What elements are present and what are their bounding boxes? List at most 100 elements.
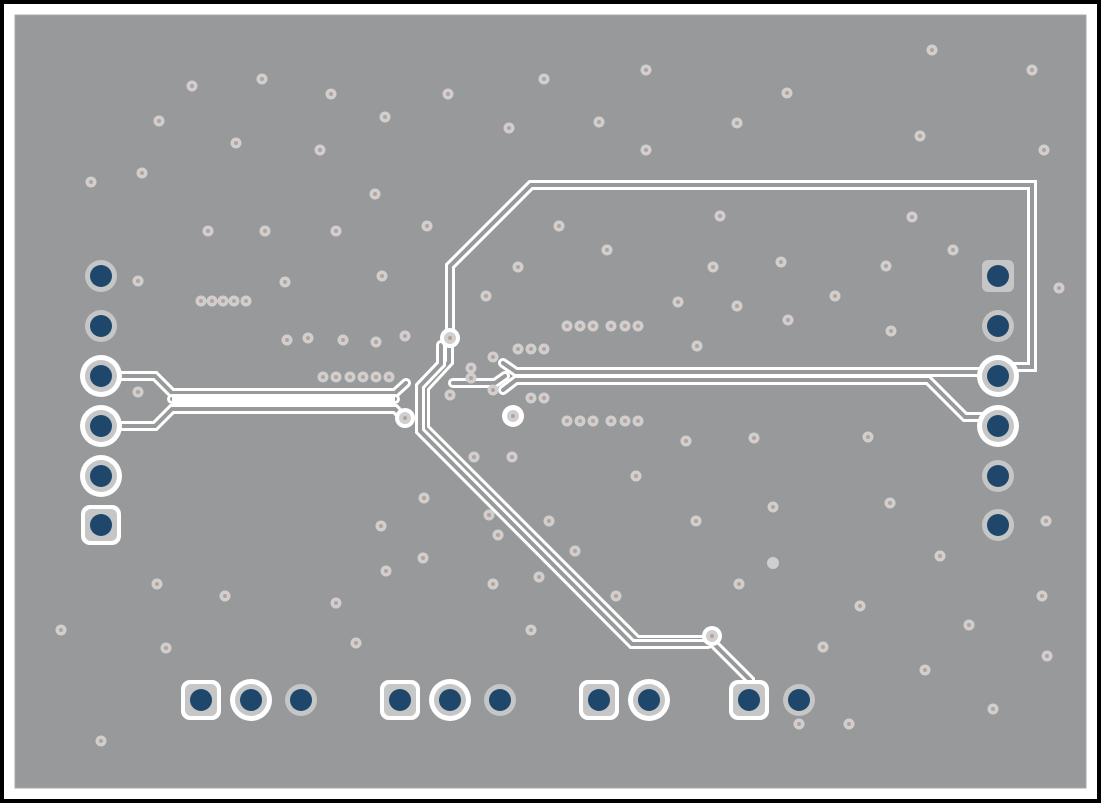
pad-hole (90, 265, 112, 287)
via (379, 111, 391, 123)
via (344, 371, 356, 383)
via (731, 300, 743, 312)
via (731, 117, 743, 129)
pad-hole (90, 514, 112, 536)
via (503, 122, 515, 134)
trace-via (395, 408, 415, 428)
via (733, 578, 745, 590)
via (487, 578, 499, 590)
via (829, 290, 841, 302)
via (480, 290, 492, 302)
via (487, 384, 499, 396)
via (854, 600, 866, 612)
via (492, 529, 504, 541)
via (444, 389, 456, 401)
via (417, 552, 429, 564)
via (525, 624, 537, 636)
trace-right-bus-upper (498, 358, 990, 377)
via (885, 325, 897, 337)
via (132, 386, 144, 398)
via (605, 320, 617, 332)
pad-hole (290, 689, 312, 711)
right-header-pad-4 (977, 405, 1019, 447)
trace-diag-inner (415, 340, 713, 649)
via (775, 256, 787, 268)
via (350, 637, 362, 649)
right-header-pad-6 (982, 509, 1014, 541)
via (793, 718, 805, 730)
via (206, 295, 218, 307)
via (1053, 282, 1065, 294)
via (640, 64, 652, 76)
via (574, 320, 586, 332)
via (525, 392, 537, 404)
via (55, 624, 67, 636)
via (153, 115, 165, 127)
bottom-header-pad-1 (181, 680, 221, 720)
via (369, 188, 381, 200)
via (195, 295, 207, 307)
pad-hole (987, 365, 1009, 387)
via (383, 371, 395, 383)
via (512, 261, 524, 273)
via (680, 435, 692, 447)
pad-hole (987, 465, 1009, 487)
via (1038, 144, 1050, 156)
via (538, 392, 550, 404)
pads-layer (80, 260, 1019, 721)
pad-hole (987, 265, 1009, 287)
via (1036, 590, 1048, 602)
pad-hole (90, 315, 112, 337)
via (630, 470, 642, 482)
via (707, 261, 719, 273)
pad-hole (638, 689, 660, 711)
via (375, 520, 387, 532)
via (947, 244, 959, 256)
bottom-header-pad-8 (628, 679, 670, 721)
via (465, 372, 477, 384)
bottom-header-pad-7 (579, 680, 619, 720)
via (1026, 64, 1038, 76)
blank-via (767, 557, 779, 569)
trace-right-bus-lower (498, 375, 990, 422)
via (601, 244, 613, 256)
via (767, 501, 779, 513)
via (817, 641, 829, 653)
pad-hole (738, 689, 760, 711)
pad-hole (190, 689, 212, 711)
via (512, 343, 524, 355)
via (543, 515, 555, 527)
via (569, 545, 581, 557)
via (370, 371, 382, 383)
isolated-via (502, 405, 524, 427)
via (418, 492, 430, 504)
left-header-pad-4 (80, 405, 122, 447)
via (781, 87, 793, 99)
via (862, 431, 874, 443)
via (132, 275, 144, 287)
via (610, 590, 622, 602)
via (151, 578, 163, 590)
via (1040, 515, 1052, 527)
trace-center-stub (448, 371, 510, 388)
via (219, 590, 231, 602)
via (302, 332, 314, 344)
via (782, 314, 794, 326)
pad-hole (90, 365, 112, 387)
pad-hole (90, 465, 112, 487)
bottom-header-pad-2 (230, 679, 272, 721)
left-header-pad-5 (80, 455, 122, 497)
via (640, 144, 652, 156)
via (619, 415, 631, 427)
bottom-header-pad-5 (429, 679, 471, 721)
via (605, 415, 617, 427)
via (987, 703, 999, 715)
pad-hole (788, 689, 810, 711)
via (619, 320, 631, 332)
trace-via (702, 626, 722, 646)
via (357, 371, 369, 383)
pad-hole (389, 689, 411, 711)
pad-hole (987, 514, 1009, 536)
